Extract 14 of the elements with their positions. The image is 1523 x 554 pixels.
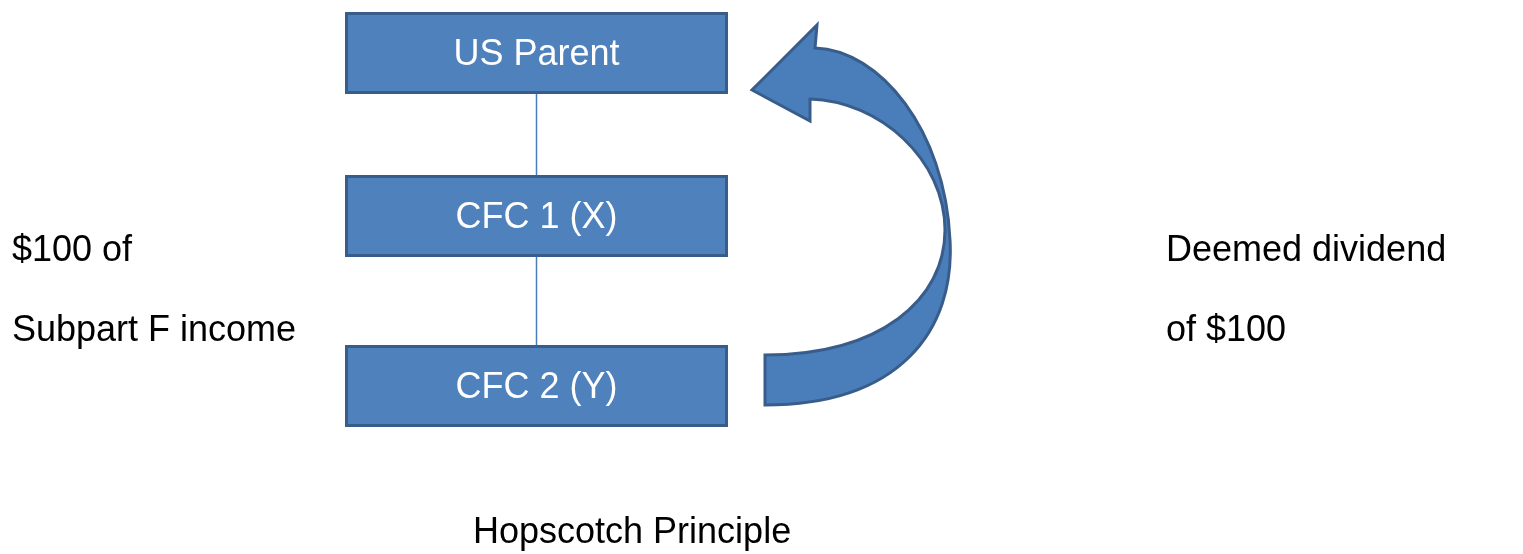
- entity-box: [345, 12, 728, 94]
- connector-line: [535, 93, 538, 176]
- note-text: of $100: [1166, 308, 1287, 350]
- entity-box: [345, 175, 728, 257]
- entity-name: CFC 2 (Y): [455, 365, 618, 407]
- connector-line: [535, 256, 538, 346]
- note-text: Subpart F income: [12, 308, 297, 350]
- note-text: Deemed dividend: [1166, 228, 1447, 270]
- caption: Hopscotch Principle: [473, 510, 792, 552]
- entity-box: [345, 345, 728, 427]
- curved-block-arrow: [750, 23, 952, 407]
- entity-name: US Parent: [453, 32, 620, 74]
- entity-name: CFC 1 (X): [455, 195, 618, 237]
- note-text: $100 of: [12, 228, 133, 270]
